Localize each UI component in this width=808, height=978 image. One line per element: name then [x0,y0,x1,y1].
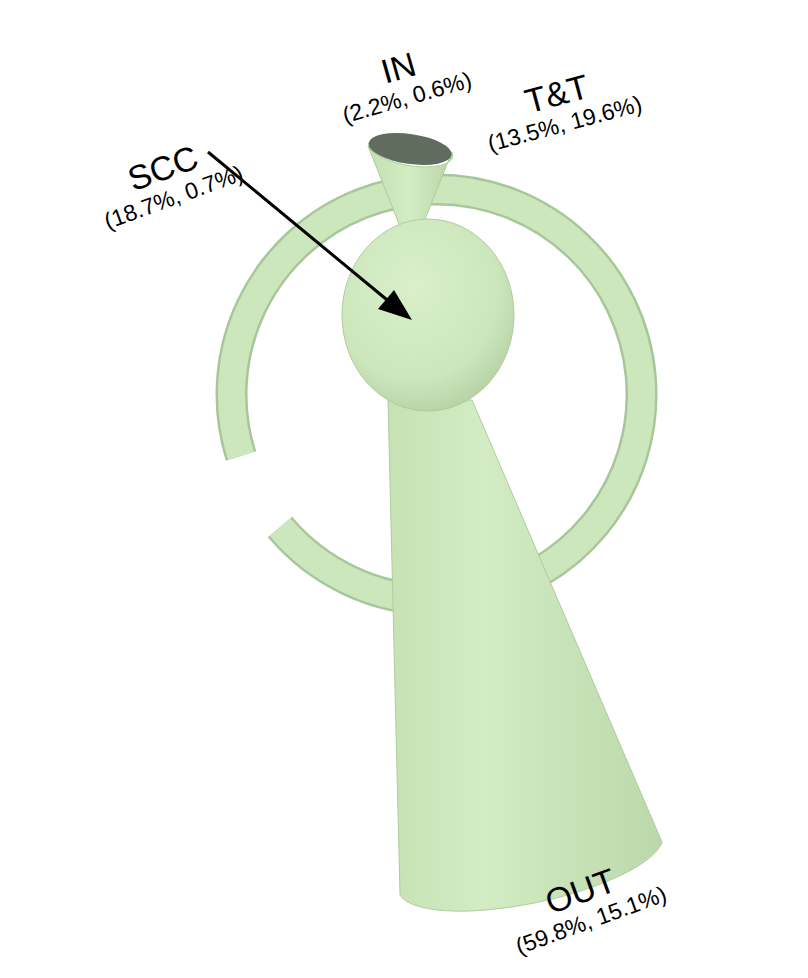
out-label: OUT(59.8%, 15.1%) [495,845,675,964]
in-funnel [366,128,453,234]
tendril-label: T&T(13.5%, 19.6%) [471,55,649,162]
scc-label: SCC(18.7%, 0.7%) [84,125,251,240]
scc-sphere [342,219,514,411]
in-label: IN(2.2%, 0.6%) [325,31,479,133]
out-cone [388,400,662,911]
